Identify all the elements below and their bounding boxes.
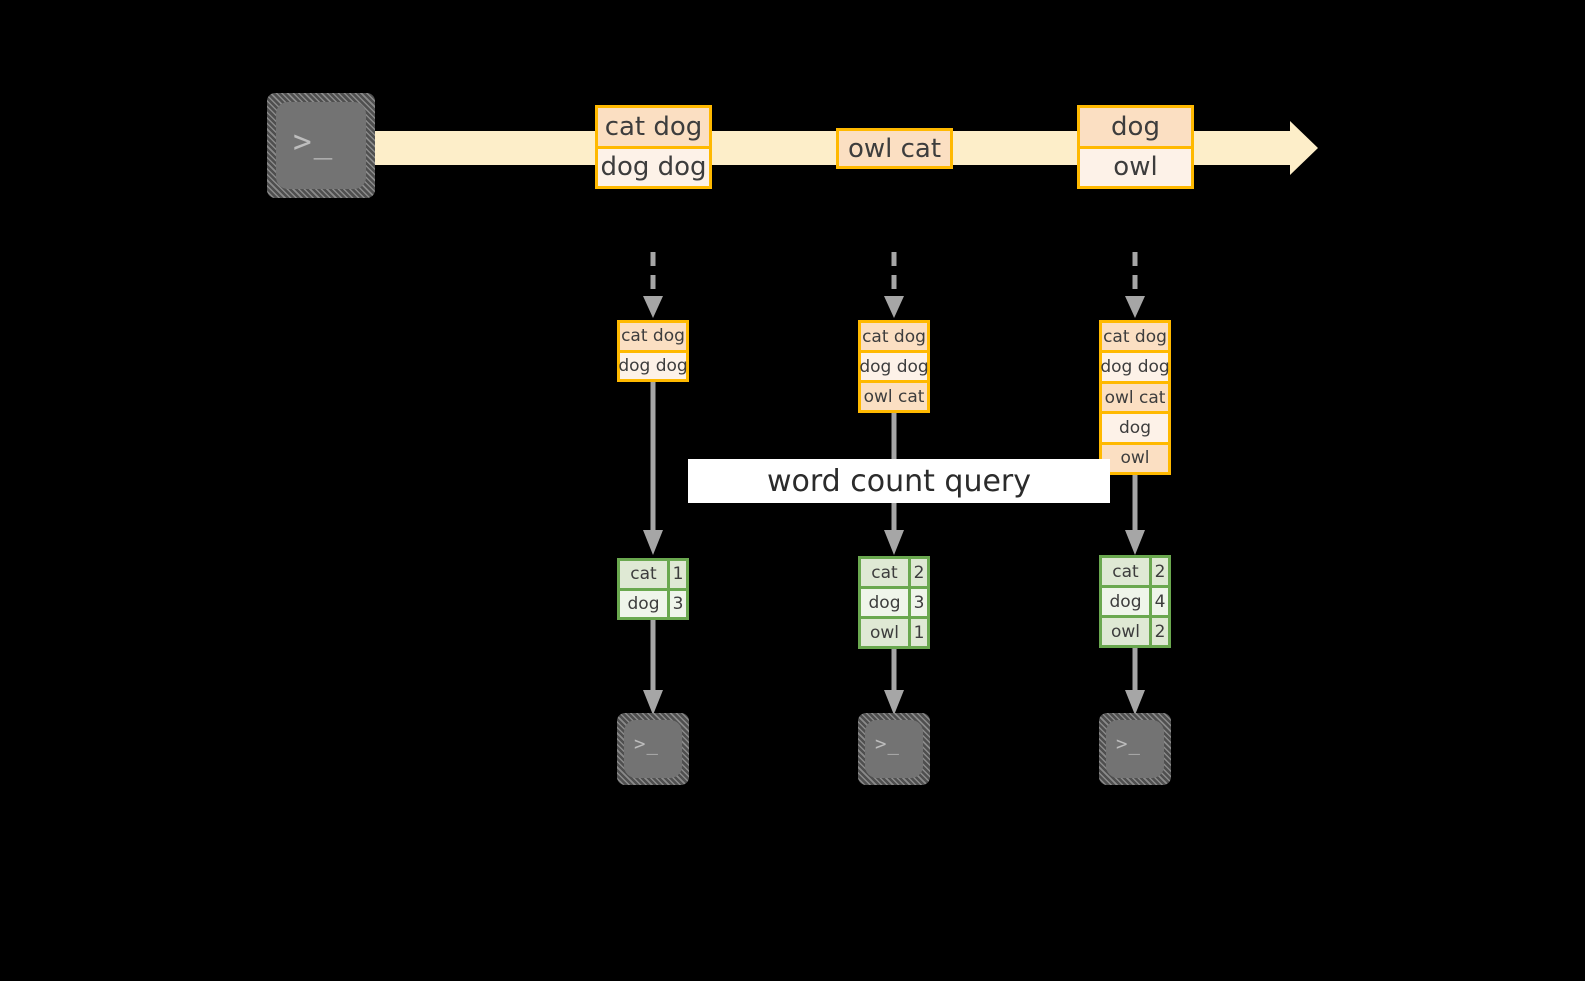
- stage-input-line: dog dog: [618, 349, 688, 379]
- stream-message-line: cat dog: [598, 108, 709, 146]
- stage-2-input-stack[interactable]: cat dog dog dog owl cat: [858, 320, 930, 413]
- stage-input-line: owl cat: [1102, 380, 1168, 412]
- stream-message-line: owl: [1080, 145, 1191, 186]
- terminal-body: [865, 720, 923, 778]
- source-terminal[interactable]: >_: [267, 93, 375, 198]
- result-word: owl: [1102, 618, 1149, 645]
- result-count: 3: [667, 590, 686, 617]
- stream-message-1[interactable]: cat dog dog dog: [595, 105, 712, 189]
- result-count: 2: [1149, 558, 1168, 585]
- stream-message-3[interactable]: dog owl: [1077, 105, 1194, 189]
- result-word: cat: [620, 561, 667, 588]
- table-row: owl 1: [861, 616, 927, 646]
- stage-input-line: cat dog: [620, 323, 686, 350]
- result-count: 1: [667, 561, 686, 588]
- dashed-arrow-stage-2: [884, 252, 904, 318]
- stream-message-line: dog: [1080, 108, 1191, 146]
- result-count: 2: [908, 559, 927, 586]
- result-word: dog: [620, 590, 667, 617]
- table-row: dog 3: [861, 586, 927, 616]
- stage-input-line: dog: [1102, 411, 1168, 442]
- terminal-prompt: >_: [634, 733, 659, 755]
- stream-arrowhead: [1290, 121, 1318, 175]
- stage-1-sink-terminal[interactable]: >_: [617, 713, 689, 785]
- stage-1-result-table[interactable]: cat 1 dog 3: [617, 558, 689, 620]
- dashed-arrow-stage-3: [1125, 252, 1145, 318]
- stream-message-line: owl cat: [839, 131, 950, 166]
- result-count: 3: [908, 589, 927, 616]
- stage-2-sink-terminal[interactable]: >_: [858, 713, 930, 785]
- stage-1-input-stack[interactable]: cat dog dog dog: [617, 320, 689, 382]
- sink-arrow-stage-3: [1125, 648, 1145, 715]
- table-row: dog 4: [1102, 585, 1168, 615]
- dashed-arrow-stage-1: [643, 252, 663, 318]
- result-word: cat: [1102, 558, 1149, 585]
- result-word: dog: [1102, 588, 1149, 615]
- stage-2-result-table[interactable]: cat 2 dog 3 owl 1: [858, 556, 930, 649]
- result-word: cat: [861, 559, 908, 586]
- table-row: dog 3: [620, 587, 686, 617]
- query-label: word count query: [688, 459, 1110, 503]
- sink-arrow-stage-1: [643, 620, 663, 715]
- terminal-prompt: >_: [1116, 733, 1141, 755]
- result-count: 4: [1149, 588, 1168, 615]
- result-word: dog: [861, 589, 908, 616]
- stage-input-line: dog dog: [859, 350, 929, 380]
- table-row: cat 2: [861, 559, 927, 586]
- terminal-body: [1106, 720, 1164, 778]
- terminal-prompt: >_: [875, 733, 900, 755]
- result-word: owl: [861, 619, 908, 646]
- table-row: cat 2: [1102, 558, 1168, 585]
- stage-input-line: dog dog: [1100, 350, 1170, 381]
- terminal-prompt: >_: [293, 124, 335, 160]
- result-count: 1: [908, 619, 927, 646]
- table-row: owl 2: [1102, 615, 1168, 645]
- stage-3-sink-terminal[interactable]: >_: [1099, 713, 1171, 785]
- query-arrow-stage-1: [643, 382, 663, 555]
- stage-input-line: owl: [1102, 441, 1168, 473]
- stream-message-2[interactable]: owl cat: [836, 128, 953, 169]
- stage-3-result-table[interactable]: cat 2 dog 4 owl 2: [1099, 555, 1171, 648]
- stream-message-line: dog dog: [598, 145, 709, 186]
- query-arrow-stage-3: [1125, 475, 1145, 555]
- stage-input-line: cat dog: [1102, 323, 1168, 351]
- stage-input-line: cat dog: [861, 323, 927, 350]
- terminal-body: [624, 720, 682, 778]
- stage-input-line: owl cat: [861, 380, 927, 410]
- stage-3-input-stack[interactable]: cat dog dog dog owl cat dog owl: [1099, 320, 1171, 475]
- result-count: 2: [1149, 618, 1168, 645]
- table-row: cat 1: [620, 561, 686, 588]
- sink-arrow-stage-2: [884, 649, 904, 715]
- terminal-body: [276, 102, 366, 189]
